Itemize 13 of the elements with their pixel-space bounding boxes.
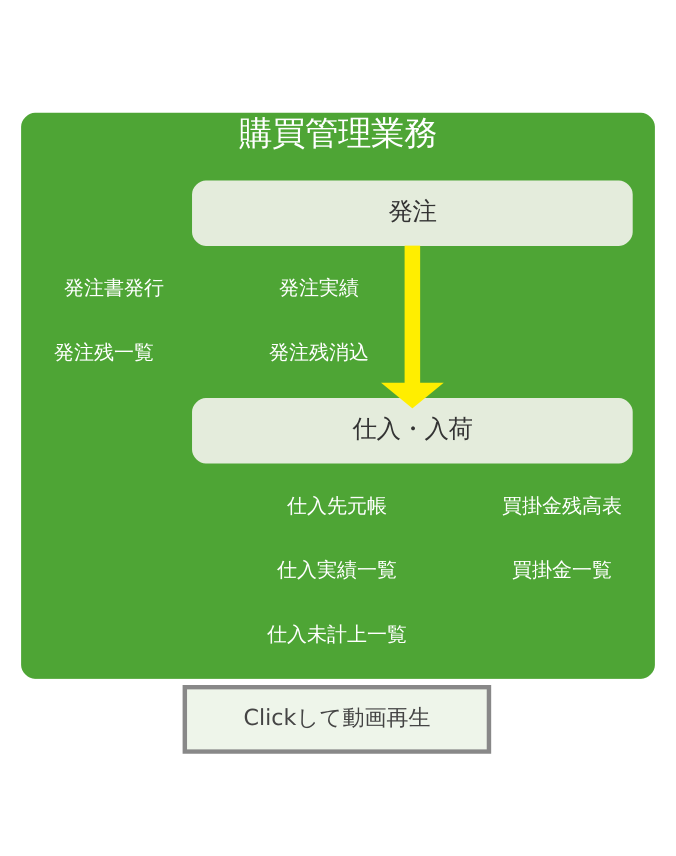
label: 発注残一覧	[54, 340, 154, 364]
label: 買掛金一覧	[512, 558, 612, 582]
label: 仕入実績一覧	[276, 558, 397, 582]
label: 買掛金残高表	[502, 493, 622, 518]
node-box: 発注	[192, 180, 633, 246]
label: 仕入未計上一覧	[266, 622, 407, 646]
node-box: 仕入・入荷	[192, 398, 633, 464]
label: 発注残消込	[269, 340, 370, 364]
label: 発注書発行	[64, 276, 164, 300]
label: 仕入先元帳	[286, 493, 387, 518]
node-box: Clickして動画再生	[182, 684, 492, 754]
label: 発注実績	[279, 276, 360, 300]
arrow	[381, 246, 444, 408]
